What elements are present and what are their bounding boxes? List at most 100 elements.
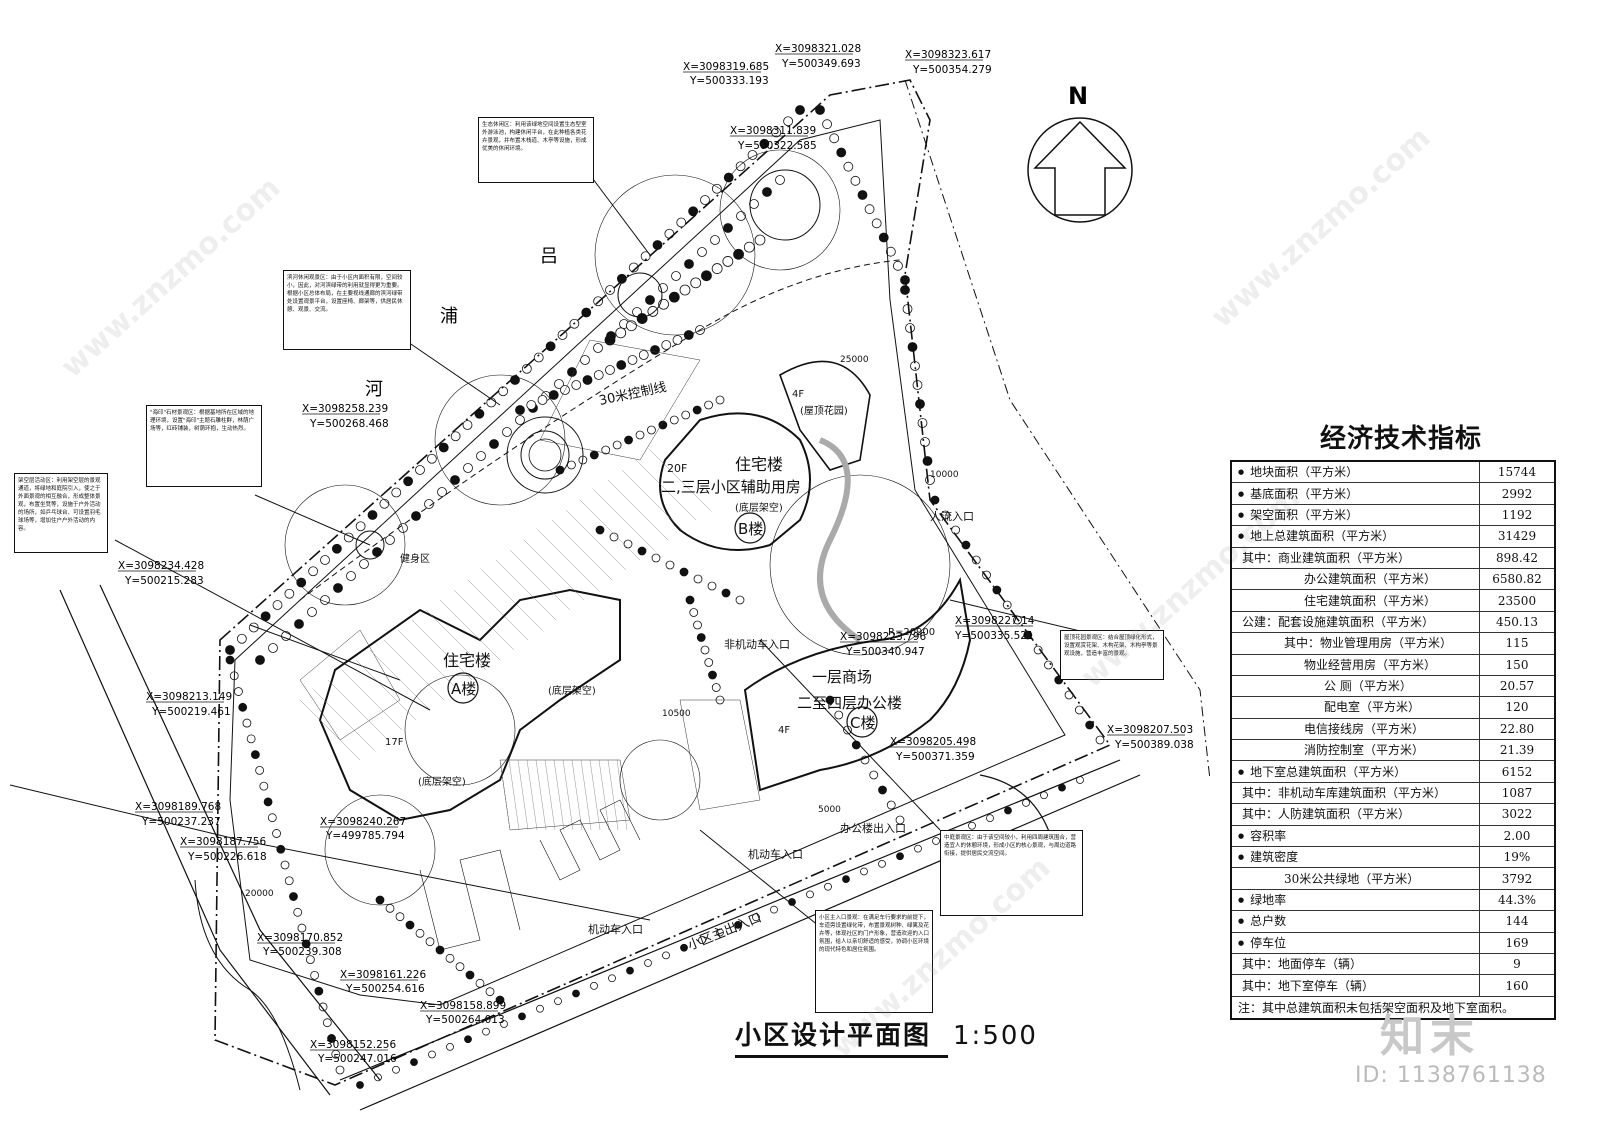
tree-icon — [346, 571, 356, 581]
coord-label: Y=500264.013 — [425, 1014, 505, 1026]
tree-icon — [690, 277, 702, 289]
tree-icon — [318, 1002, 328, 1012]
tree-icon — [700, 645, 710, 655]
coord-label: Y=500247.016 — [317, 1053, 397, 1065]
econ-label: 其中：商业建筑面积（平方米） — [1232, 547, 1480, 569]
tree-icon — [455, 962, 465, 972]
econ-value: 23500 — [1479, 589, 1554, 612]
tree-icon — [609, 532, 619, 542]
tree-icon — [783, 116, 794, 127]
tree-icon — [225, 655, 235, 665]
tree-icon — [1004, 806, 1012, 815]
tree-icon — [662, 951, 670, 960]
tree-icon — [263, 797, 273, 807]
tree-icon — [628, 262, 639, 273]
dim-25000: 25000 — [840, 355, 869, 365]
econ-row: 基底面积（平方米）2992 — [1232, 482, 1554, 505]
tree-icon — [425, 937, 435, 947]
tree-icon — [668, 291, 680, 303]
coord-label: X=3098240.267 — [320, 816, 406, 828]
coord-label: Y=500226.618 — [187, 851, 267, 863]
tree-icon — [595, 525, 605, 535]
tree-icon — [681, 410, 691, 420]
coord-label: X=3098223.796 — [840, 631, 926, 643]
econ-row: 配电室（平方米）120 — [1232, 696, 1554, 719]
tree-icon — [704, 658, 714, 667]
coord-label: X=3098213.149 — [146, 691, 232, 703]
tree-icon — [747, 150, 758, 160]
tree-icon — [593, 370, 604, 380]
tree-icon — [679, 284, 691, 296]
zone-fitness: 健身区 — [400, 552, 430, 565]
tree-icon — [415, 465, 425, 475]
tree-icon — [669, 415, 679, 425]
note-rooftop-garden: 屋顶花园景观区：结合屋顶绿化形式，设置观赏花架、木构花架、木构亭等景观设施，营造… — [1060, 630, 1164, 680]
tree-icon — [320, 555, 330, 565]
tree-icon — [708, 670, 717, 680]
coord-label: Y=500371.359 — [895, 751, 975, 763]
tree-icon — [650, 345, 660, 355]
econ-label: 基底面积（平方米） — [1232, 482, 1480, 505]
tree-icon — [289, 892, 298, 901]
tree-icon — [331, 543, 342, 554]
building-a-outline — [318, 588, 621, 822]
tree-icon — [515, 405, 525, 415]
tree-icon — [664, 228, 675, 239]
econ-value: 2992 — [1479, 482, 1554, 505]
econ-value: 160 — [1479, 974, 1554, 997]
tree-icon — [322, 1018, 332, 1028]
tree-icon — [651, 553, 661, 563]
tree-icon — [410, 1058, 418, 1067]
tree-icon — [359, 559, 369, 569]
tree-icon — [693, 620, 702, 630]
tree-icon — [567, 460, 576, 470]
econ-row: 其中：非机动车库建筑面积（平方米）1087 — [1232, 782, 1554, 805]
tree-icon — [567, 367, 577, 377]
river-char-2: 浦 — [440, 306, 458, 327]
tree-icon — [391, 487, 402, 498]
tree-icon — [293, 907, 303, 917]
tree-icon — [895, 815, 905, 825]
tree-icon — [495, 995, 505, 1005]
aux-label: (屋顶花园) — [800, 404, 848, 417]
tree-icon — [1095, 735, 1105, 745]
econ-value: 120 — [1479, 696, 1554, 719]
tree-icon — [736, 211, 746, 221]
tree-icon — [842, 875, 850, 884]
tree-icon — [294, 619, 304, 629]
tree-icon — [276, 844, 286, 854]
building-b-outline — [659, 412, 811, 551]
tree-icon — [236, 633, 247, 644]
econ-value: 3022 — [1479, 803, 1554, 826]
dim-10000: 10000 — [930, 470, 959, 480]
building-b-type: 住宅楼 — [735, 455, 783, 474]
econ-row: 其中：商业建筑面积（平方米）898.42 — [1232, 547, 1554, 569]
tree-icon — [902, 304, 913, 314]
econ-label: 其中：非机动车库建筑面积（平方米） — [1232, 782, 1480, 805]
tree-icon — [1002, 600, 1012, 610]
tree-icon — [922, 456, 933, 466]
tree-icon — [548, 390, 559, 400]
tree-icon — [624, 435, 633, 445]
tree-icon — [601, 445, 611, 455]
tree-icon — [752, 913, 760, 922]
econ-label: 地下室总建筑面积（平方米） — [1232, 760, 1480, 783]
coord-label: Y=500254.616 — [345, 983, 425, 995]
tree-icon — [795, 105, 805, 115]
tree-icon — [685, 595, 695, 605]
tree-icon — [680, 943, 688, 952]
tree-icon — [428, 1050, 436, 1059]
econ-label: 其中：地面停车（辆） — [1232, 953, 1480, 976]
tree-icon — [707, 581, 717, 591]
coord-label: X=3098170.852 — [257, 932, 343, 944]
tree-icon — [721, 588, 731, 598]
econ-label: 公 厕（平方米） — [1232, 675, 1480, 698]
tree-icon — [296, 577, 307, 588]
tree-icon — [871, 218, 882, 229]
building-b-sub: 二,三层小区辅助用房 — [661, 478, 801, 496]
tree-icon — [762, 187, 772, 197]
coordinate-labels: X=3098321.028Y=500349.693X=3098323.617Y=… — [118, 43, 1194, 1065]
tree-icon — [961, 540, 971, 550]
tree-icon — [255, 655, 265, 665]
tree-icon — [327, 1034, 336, 1043]
